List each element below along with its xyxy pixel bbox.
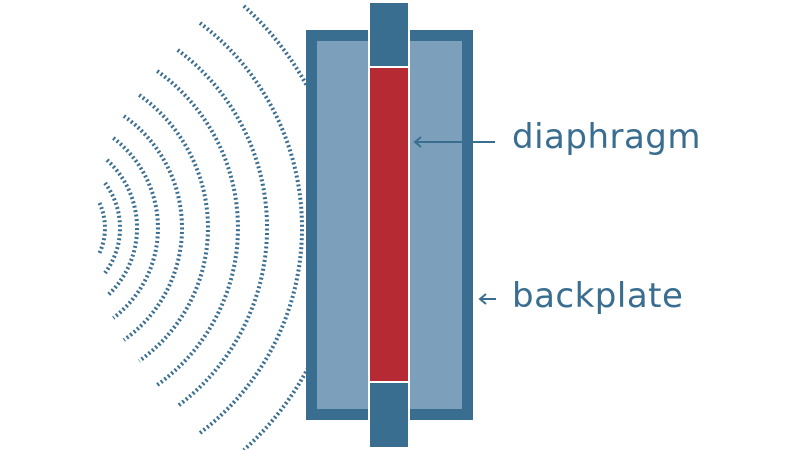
backplate-label: backplate (512, 276, 683, 316)
wave-arc (156, 69, 240, 387)
top-post (368, 1, 410, 68)
diaphragm-label: diaphragm (512, 117, 701, 157)
wave-arc (122, 114, 184, 342)
wave-arc (138, 93, 210, 363)
diaphragm (368, 66, 410, 383)
backplate-pointer (478, 293, 496, 305)
bottom-post (368, 381, 410, 449)
diaphragm-pointer (413, 136, 495, 148)
wave-arc (105, 158, 140, 298)
wave-arc (176, 48, 270, 408)
sound-waves (97, 4, 345, 450)
wave-arc (97, 202, 107, 254)
wave-arc (103, 181, 122, 275)
wave-arc (112, 136, 160, 320)
